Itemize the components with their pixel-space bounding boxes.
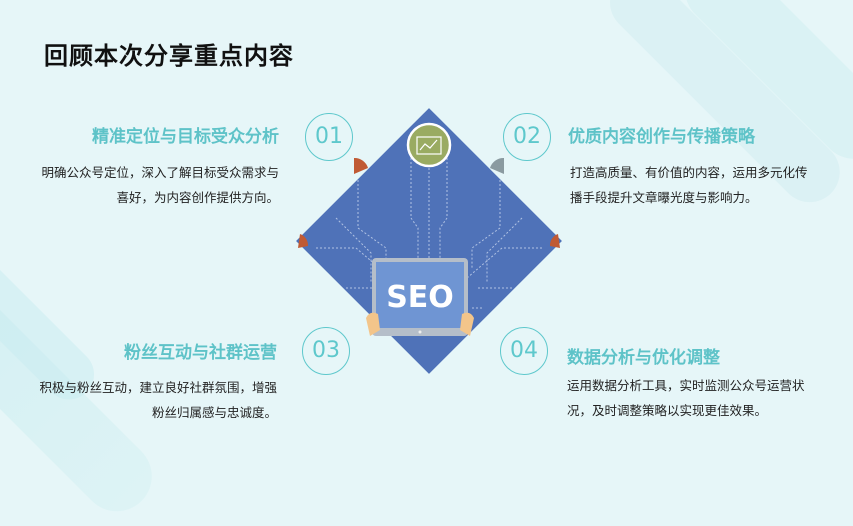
item-04-description: 运用数据分析工具，实时监测公众号运营状 况，及时调整策略以实现更佳效果。: [567, 373, 805, 423]
item-02-heading: 优质内容创作与传播策略: [568, 127, 755, 147]
item-03-description: 积极与粉丝互动，建立良好社群氛围，增强 粉丝归属感与忠诚度。: [39, 375, 277, 425]
item-04-heading: 数据分析与优化调整: [567, 348, 720, 368]
svg-text:SEO: SEO: [386, 280, 454, 315]
desc-line: 积极与粉丝互动，建立良好社群氛围，增强: [39, 380, 277, 395]
desc-line: 运用数据分析工具，实时监测公众号运营状: [567, 378, 805, 393]
number-badge-04: 04: [500, 327, 548, 375]
page-title: 回顾本次分享重点内容: [44, 42, 294, 70]
desc-line: 粉丝归属感与忠诚度。: [151, 405, 277, 420]
desc-line: 打造高质量、有价值的内容，运用多元化传: [570, 165, 808, 180]
number-badge-02: 02: [503, 113, 551, 161]
item-01-heading: 精准定位与目标受众分析: [92, 127, 279, 147]
number-badge-03: 03: [302, 327, 350, 375]
seo-illustration: SEO: [296, 108, 562, 374]
desc-line: 况，及时调整策略以实现更佳效果。: [567, 403, 768, 418]
item-03-heading: 粉丝互动与社群运营: [124, 343, 277, 363]
desc-line: 喜好，为内容创作提供方向。: [116, 190, 279, 205]
desc-line: 播手段提升文章曝光度与影响力。: [570, 190, 758, 205]
item-01-description: 明确公众号定位，深入了解目标受众需求与 喜好，为内容创作提供方向。: [41, 160, 279, 210]
desc-line: 明确公众号定位，深入了解目标受众需求与: [41, 165, 279, 180]
item-02-description: 打造高质量、有价值的内容，运用多元化传 播手段提升文章曝光度与影响力。: [570, 160, 808, 210]
circuit-lines-icon: SEO: [298, 122, 560, 336]
number-badge-01: 01: [305, 113, 353, 161]
